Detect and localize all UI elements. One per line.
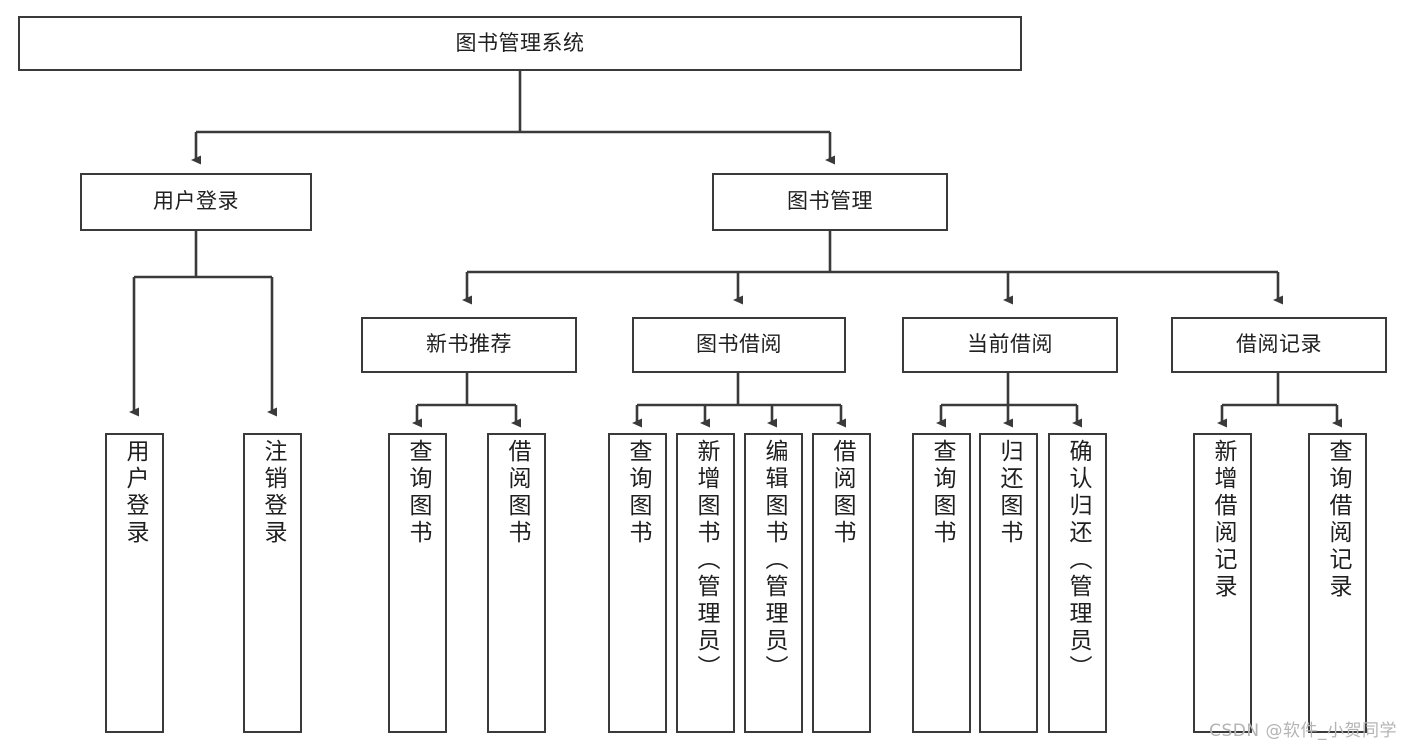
node-label: 新增借阅记录	[1210, 439, 1236, 601]
leaf-add-borrow-record[interactable]: 新增借阅记录	[1193, 433, 1252, 733]
node-label: 查询图书	[929, 439, 955, 547]
node-label: 归还图书	[996, 439, 1022, 547]
leaf-logout[interactable]: 注销登录	[243, 433, 302, 733]
node-label: 查询借阅记录	[1325, 439, 1351, 601]
leaf-user-login[interactable]: 用户登录	[105, 433, 164, 733]
leaf-query-borrow-record[interactable]: 查询借阅记录	[1308, 433, 1367, 733]
node-label: 新增图书（管理员）	[693, 439, 719, 682]
leaf-borrow-book[interactable]: 借阅图书	[812, 433, 871, 733]
leaf-query-book-current[interactable]: 查询图书	[912, 433, 971, 733]
node-label: 注销登录	[260, 439, 286, 547]
leaf-query-book-recommend[interactable]: 查询图书	[388, 433, 447, 733]
leaf-edit-book-admin[interactable]: 编辑图书（管理员）	[744, 433, 803, 733]
leaf-return-book[interactable]: 归还图书	[979, 433, 1038, 733]
node-user-login[interactable]: 用户登录	[80, 173, 312, 231]
node-label: 图书管理	[787, 189, 873, 214]
node-label: 新书推荐	[426, 332, 512, 357]
node-label: 查询图书	[625, 439, 651, 547]
node-label: 用户登录	[153, 189, 239, 214]
node-label: 借阅图书	[504, 439, 530, 547]
node-label: 借阅记录	[1236, 332, 1322, 357]
watermark-text: CSDN @软件_小贺同学	[1209, 721, 1397, 741]
node-book-management[interactable]: 图书管理	[712, 173, 948, 231]
node-label: 查询图书	[405, 439, 431, 547]
node-label: 用户登录	[122, 439, 148, 547]
node-current-borrow[interactable]: 当前借阅	[902, 317, 1118, 373]
leaf-query-book-borrow[interactable]: 查询图书	[608, 433, 667, 733]
node-label: 编辑图书（管理员）	[761, 439, 787, 682]
node-new-book-recommend[interactable]: 新书推荐	[361, 317, 577, 373]
node-label: 图书管理系统	[455, 30, 585, 55]
node-label: 图书借阅	[696, 332, 782, 357]
node-root-system[interactable]: 图书管理系统	[18, 16, 1022, 71]
node-book-borrow[interactable]: 图书借阅	[632, 317, 846, 373]
node-borrow-record[interactable]: 借阅记录	[1171, 317, 1387, 373]
leaf-borrow-book-recommend[interactable]: 借阅图书	[487, 433, 546, 733]
leaf-add-book-admin[interactable]: 新增图书（管理员）	[676, 433, 735, 733]
leaf-confirm-return-admin[interactable]: 确认归还（管理员）	[1048, 433, 1107, 733]
node-label: 确认归还（管理员）	[1065, 439, 1091, 682]
node-label: 当前借阅	[967, 332, 1053, 357]
node-label: 借阅图书	[829, 439, 855, 547]
